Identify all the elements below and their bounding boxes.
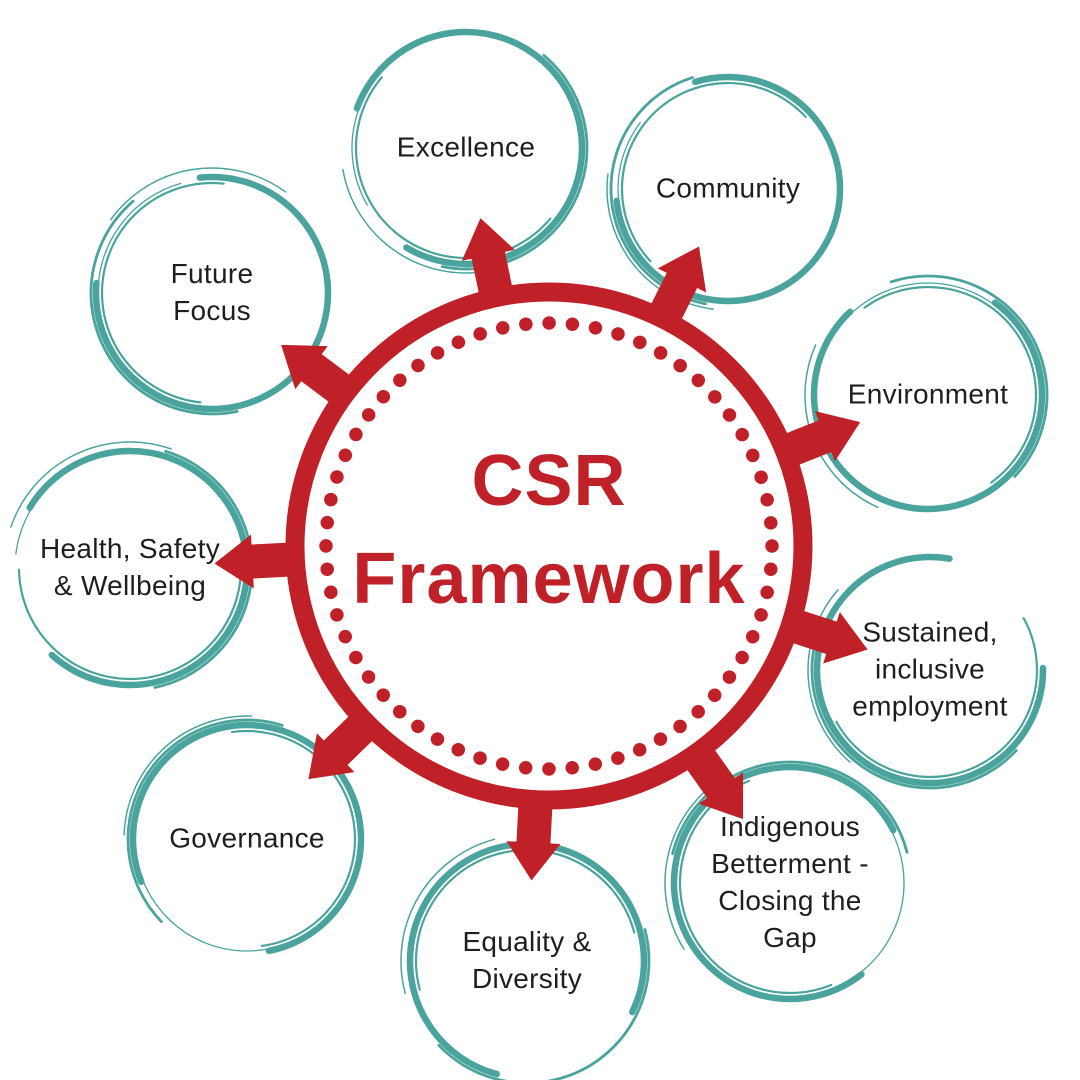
brush-stroke [810,277,1046,513]
brush-stroke [340,22,592,274]
node-circle-environment [804,271,1052,519]
brush-stroke [807,547,1053,793]
brush-stroke [612,73,844,305]
spoke-sustained-inclusive-employment [781,607,868,664]
node-circle-sustained-inclusive-employment [807,547,1053,793]
spoke-environment [774,411,861,470]
brush-stroke [818,285,1038,505]
brush-stroke [667,760,913,1006]
spoke-arrow [461,218,515,305]
spoke-arrow [774,411,861,470]
brush-stroke [678,771,902,995]
brush-stroke [351,33,581,263]
spoke-arrow [506,794,561,881]
node-circle-equality-diversity [400,834,654,1080]
spoke-arrow [781,607,868,664]
spoke-health-safety-wellbeing [214,534,301,589]
spoke-excellence [461,218,515,305]
brush-stroke [14,452,246,684]
spoke-equality-diversity [506,794,561,881]
brush-stroke [620,81,836,297]
center-ring [285,282,813,810]
brush-stroke [354,36,578,260]
brush-stroke [815,282,1041,508]
brush-stroke [414,848,640,1074]
brush-stroke [9,447,251,689]
brush-stroke [346,28,586,268]
brush-stroke [89,170,335,416]
brush-stroke [137,729,357,949]
brush-stroke [675,768,905,998]
brush-stroke [807,274,1049,516]
brush-stroke [6,444,254,692]
spoke-arrow [214,534,301,589]
brush-stroke [813,553,1047,787]
brush-stroke [92,173,332,413]
brush-stroke [343,25,589,271]
brush-stroke [123,715,371,963]
brush-stroke [126,718,368,960]
brush-stroke [129,721,365,957]
node-circle-governance [123,715,371,963]
center-dotted-ring [319,316,779,776]
node-circle-excellence [340,22,592,274]
brush-stroke [617,78,839,300]
brush-stroke [400,834,654,1080]
brush-stroke [804,271,1052,519]
brush-stroke [406,840,648,1080]
brush-stroke [810,550,1050,790]
brush-stroke [411,845,643,1077]
brush-stroke [403,837,651,1080]
brush-stroke [821,561,1039,779]
brush-stroke [3,441,257,695]
brush-stroke [100,181,324,405]
brush-stroke [609,70,847,308]
node-circle-community [606,67,850,311]
brush-stroke [17,455,243,681]
brush-stroke [606,67,850,311]
brush-stroke [97,178,327,408]
brush-stroke [86,167,338,419]
brush-stroke [134,726,360,952]
brush-stroke [818,558,1042,782]
